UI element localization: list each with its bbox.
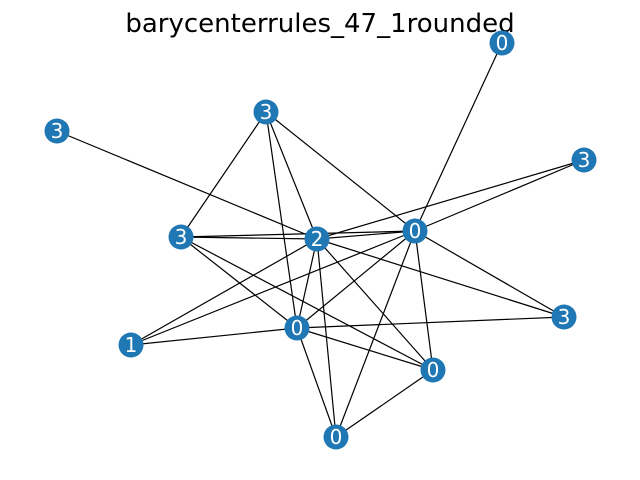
node-circle bbox=[402, 218, 428, 244]
node-n7: 3 bbox=[551, 304, 577, 330]
node-circle bbox=[44, 118, 70, 144]
node-label: 3 bbox=[260, 100, 273, 124]
chart-title: barycenterrules_47_1rounded bbox=[125, 9, 514, 39]
node-label: 1 bbox=[125, 333, 138, 357]
edge-n6-n7 bbox=[414, 230, 565, 318]
node-n8: 1 bbox=[118, 332, 144, 358]
node-n5: 2 bbox=[304, 226, 330, 252]
edge-n4-n9 bbox=[180, 236, 298, 329]
node-label: 0 bbox=[427, 358, 440, 382]
edge-n10-n11 bbox=[335, 369, 434, 438]
edge-n9-n7 bbox=[296, 316, 565, 329]
node-label: 0 bbox=[291, 316, 304, 340]
edge-n6-n3 bbox=[414, 159, 585, 232]
edge-n1-n9 bbox=[265, 111, 298, 329]
node-label: 2 bbox=[311, 227, 324, 251]
node-n11: 0 bbox=[323, 424, 349, 450]
node-label: 3 bbox=[51, 119, 64, 143]
edge-n2-n5 bbox=[56, 130, 318, 240]
node-layer: 0 3 3 3 3 2 0 3 1 0 0 0 bbox=[44, 30, 597, 450]
edge-n6-n9 bbox=[296, 230, 416, 329]
node-n0: 0 bbox=[489, 30, 515, 56]
edge-n5-n9 bbox=[296, 238, 318, 329]
node-label: 0 bbox=[330, 425, 343, 449]
edge-n6-n8 bbox=[130, 230, 416, 346]
edge-n9-n8 bbox=[130, 327, 298, 346]
edge-n6-n10 bbox=[414, 230, 434, 371]
edge-n4-n6 bbox=[180, 230, 416, 238]
node-label: 0 bbox=[496, 31, 509, 55]
edge-n5-n3 bbox=[316, 159, 585, 240]
edge-n1-n4 bbox=[180, 111, 267, 238]
node-circle bbox=[284, 315, 310, 341]
edge-n6-n11 bbox=[335, 230, 416, 438]
node-circle bbox=[304, 226, 330, 252]
node-label: 3 bbox=[558, 305, 571, 329]
edge-n1-n5 bbox=[265, 111, 318, 240]
edge-n4-n5 bbox=[180, 236, 318, 240]
node-label: 3 bbox=[175, 225, 188, 249]
node-n2: 3 bbox=[44, 118, 70, 144]
edge-n0-n6 bbox=[414, 42, 503, 232]
node-circle bbox=[323, 424, 349, 450]
node-n9: 0 bbox=[284, 315, 310, 341]
node-n3: 3 bbox=[571, 147, 597, 173]
edge-layer bbox=[56, 42, 585, 438]
edge-n5-n8 bbox=[130, 238, 318, 346]
node-n1: 3 bbox=[253, 99, 279, 125]
node-circle bbox=[551, 304, 577, 330]
node-label: 3 bbox=[578, 148, 591, 172]
node-label: 0 bbox=[409, 219, 422, 243]
edge-n5-n11 bbox=[316, 238, 337, 438]
edge-n5-n10 bbox=[316, 238, 434, 371]
edge-n1-n6 bbox=[265, 111, 416, 232]
node-circle bbox=[420, 357, 446, 383]
node-circle bbox=[168, 224, 194, 250]
edge-n5-n7 bbox=[316, 238, 565, 318]
node-circle bbox=[253, 99, 279, 125]
edge-n9-n10 bbox=[296, 327, 434, 371]
node-circle bbox=[571, 147, 597, 173]
node-n10: 0 bbox=[420, 357, 446, 383]
edge-n9-n11 bbox=[296, 327, 337, 438]
node-n4: 3 bbox=[168, 224, 194, 250]
edge-n5-n6 bbox=[316, 230, 416, 240]
edge-n4-n10 bbox=[180, 236, 434, 371]
node-n6: 0 bbox=[402, 218, 428, 244]
node-circle bbox=[118, 332, 144, 358]
node-circle bbox=[489, 30, 515, 56]
